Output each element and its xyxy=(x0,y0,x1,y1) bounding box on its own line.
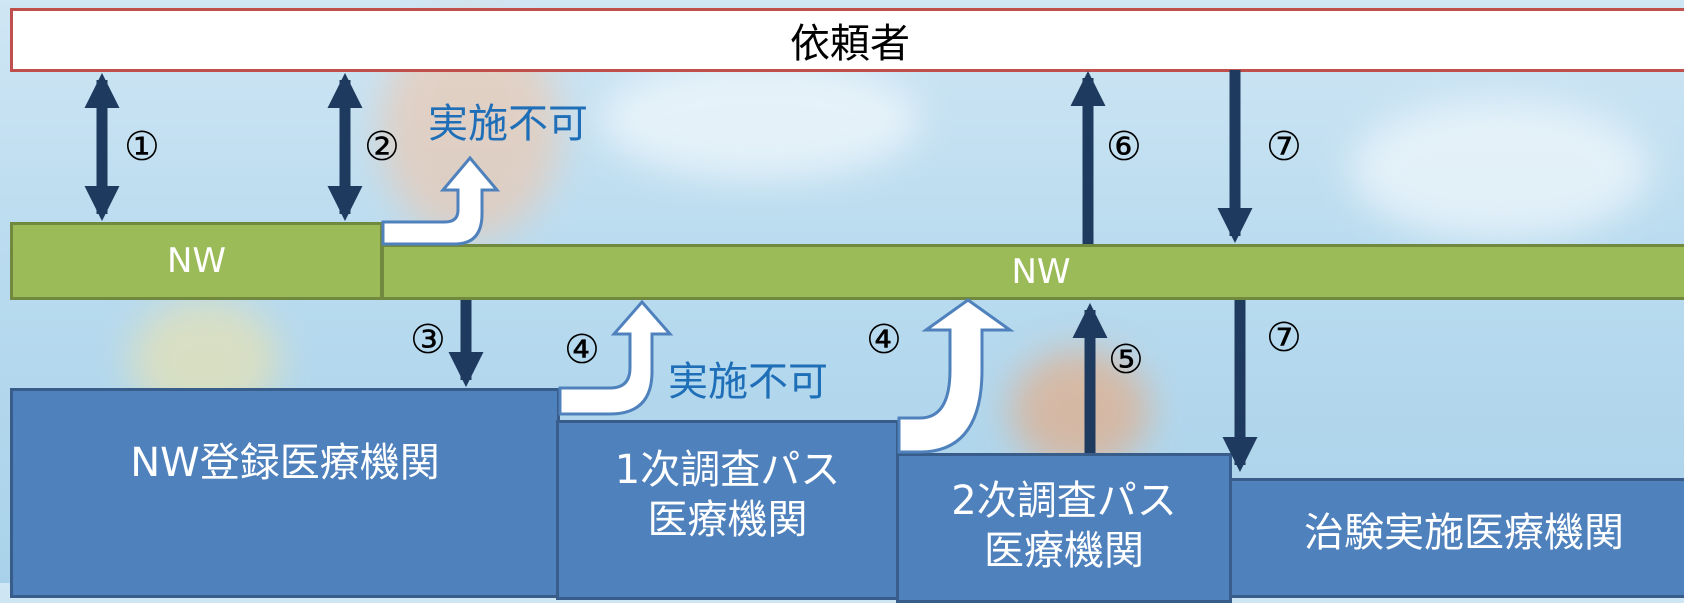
network-box-left: NW xyxy=(10,222,383,300)
secondary-pass-institution-box: 2次調査パス 医療機関 xyxy=(896,453,1232,603)
trial-institution-box: 治験実施医療機関 xyxy=(1229,478,1684,598)
step5-label: ⑤ xyxy=(1108,337,1144,383)
client-box: 依頼者 xyxy=(10,8,1684,72)
step1-label: ① xyxy=(124,124,160,170)
flow-arrows xyxy=(84,70,1258,473)
infeasible-arrow-primary xyxy=(558,299,674,416)
trial-institution-label: 治験実施医療機関 xyxy=(1304,510,1624,556)
infeasible-arrow-secondary xyxy=(897,298,1015,454)
network-left-label: NW xyxy=(166,241,227,281)
step7-label-lower: ⑦ xyxy=(1266,315,1302,361)
network-main-label: NW xyxy=(1011,252,1071,292)
primary-pass-institution-label: 1次調査パス 医療機関 xyxy=(614,447,841,543)
step3-label: ③ xyxy=(410,317,446,363)
background-cloud xyxy=(1010,350,1150,470)
infeasible-arrow-top xyxy=(381,155,501,246)
step2-label: ② xyxy=(364,124,400,170)
step4-label-primary: ④ xyxy=(564,327,600,373)
client-label: 依頼者 xyxy=(790,21,910,67)
network-box-main: NW xyxy=(381,244,1684,300)
background-cloud xyxy=(1350,100,1650,240)
infeasible-label-top: 実施不可 xyxy=(428,101,588,147)
secondary-pass-institution-label: 2次調査パス 医療機関 xyxy=(951,477,1177,574)
step4-label-secondary: ④ xyxy=(866,317,902,363)
step6-label: ⑥ xyxy=(1106,124,1142,170)
registered-institution-box: NW登録医療機関 xyxy=(10,388,560,598)
primary-pass-institution-box: 1次調査パス 医療機関 xyxy=(556,420,899,600)
step7-label-upper: ⑦ xyxy=(1266,124,1302,170)
registered-institution-label: NW登録医療機関 xyxy=(130,440,440,486)
infeasible-label-primary: 実施不可 xyxy=(668,359,828,405)
background-cloud xyxy=(600,60,920,180)
